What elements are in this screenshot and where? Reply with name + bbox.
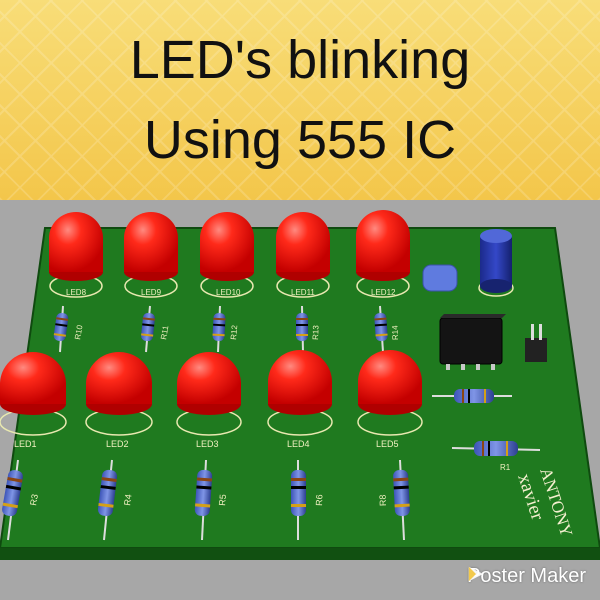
pcb-scene: LED8 LED9 LED10 LED11 LED12: [0, 200, 600, 600]
resistor-mid-2: [141, 305, 155, 353]
resistor-mid-5: [374, 305, 388, 353]
resistor-label-bottom-1: R3: [28, 493, 40, 506]
led-label-top-1: LED8: [66, 288, 87, 297]
watermark-text: Poster Maker: [467, 565, 586, 587]
resistor-row-middle: [53, 305, 388, 353]
led-bottom-5: [357, 350, 423, 436]
resistor-horizontal-1: [432, 389, 512, 403]
led-label-top-4: LED11: [291, 288, 315, 297]
banner-pattern: [0, 0, 600, 200]
led-bottom-2: [85, 352, 153, 436]
ceramic-capacitor: [422, 264, 458, 292]
resistor-label-r1: R1: [500, 463, 511, 472]
led-top-1: [49, 212, 103, 298]
resistor-label-mid-1: R10: [73, 324, 85, 341]
led-bottom-1: [0, 352, 67, 436]
led-top-5: [356, 210, 410, 298]
led-bottom-4: [267, 350, 333, 436]
title-line-1: LED's blinking: [129, 30, 471, 90]
resistor-label-mid-3: R12: [229, 324, 239, 340]
led-label-bottom-1: LED1: [14, 439, 37, 449]
ic-555-chip: [439, 314, 506, 370]
led-label-top-5: LED12: [371, 288, 396, 297]
led-top-3: [200, 212, 254, 298]
resistor-bottom-3: [194, 459, 213, 541]
resistor-label-mid-5: R14: [390, 325, 400, 341]
led-top-4: [276, 212, 330, 298]
led-label-bottom-4: LED4: [287, 439, 310, 449]
header-pins: [525, 324, 547, 362]
resistor-label-bottom-5: R8: [378, 494, 388, 506]
poster-maker-watermark: Poster Maker: [467, 565, 586, 588]
led-top-2: [124, 212, 178, 298]
led-label-bottom-2: LED2: [106, 439, 129, 449]
resistor-bottom-5: [393, 459, 410, 541]
led-row-bottom: [0, 350, 423, 436]
resistor-mid-3: [212, 305, 226, 353]
resistor-label-mid-4: R13: [311, 325, 321, 341]
led-label-bottom-5: LED5: [376, 439, 399, 449]
resistor-bottom-2: [97, 459, 118, 541]
title-banner: LED's blinking Using 555 IC: [0, 0, 600, 200]
pcb-render: LED8 LED9 LED10 LED11 LED12: [0, 210, 600, 560]
led-row-top: [49, 210, 410, 298]
poster-maker-logo-icon: [468, 566, 484, 582]
resistor-bottom-4: [291, 460, 306, 540]
resistor-bottom-1: [2, 459, 23, 541]
electrolytic-capacitor: [478, 229, 514, 297]
resistor-mid-1: [53, 305, 69, 353]
resistor-mid-4: [296, 305, 308, 353]
led-label-bottom-3: LED3: [196, 439, 219, 449]
resistor-label-bottom-4: R6: [314, 494, 324, 506]
pcb-board-edge: [0, 548, 600, 560]
resistor-label-bottom-2: R4: [122, 493, 134, 506]
led-bottom-3: [176, 352, 242, 436]
led-label-top-2: LED9: [141, 288, 162, 297]
resistor-row-bottom: [2, 459, 410, 541]
resistor-label-bottom-3: R5: [217, 494, 228, 506]
title-line-2: Using 555 IC: [143, 110, 457, 170]
resistor-label-mid-2: R11: [159, 324, 170, 340]
led-label-top-3: LED10: [216, 288, 241, 297]
resistor-horizontal-r1: [451, 441, 541, 456]
